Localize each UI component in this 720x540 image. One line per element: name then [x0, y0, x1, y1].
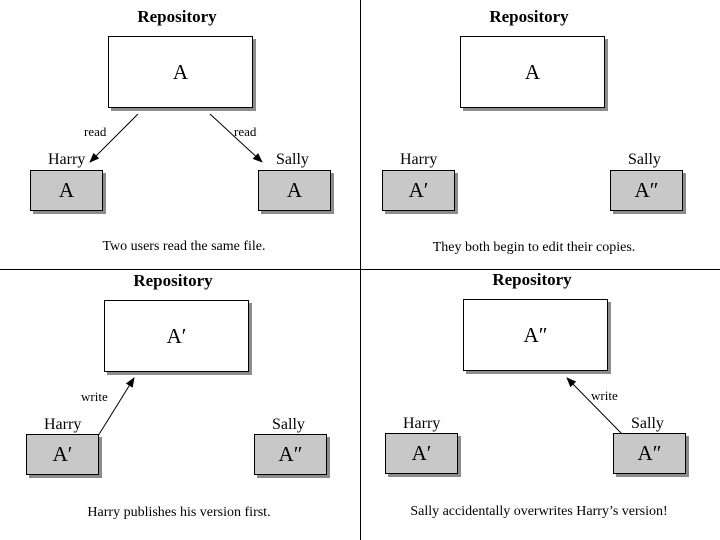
panel-4-harry-label: Harry — [403, 415, 441, 432]
panel-1-sally-label: Sally — [276, 151, 309, 168]
panel-1-harry-copy: A — [30, 170, 103, 211]
panel-3-harry-label: Harry — [44, 416, 82, 433]
panel-2-sally-value: A″ — [634, 178, 659, 202]
panel-2-repository-box: A — [460, 36, 605, 108]
panel-2-harry-value: A′ — [408, 178, 429, 202]
panel-1-repository-box: A — [108, 36, 253, 108]
panel-3-repository-box: A′ — [104, 300, 249, 372]
panel-4-sally-value: A″ — [637, 441, 662, 465]
panel-1-heading: Repository — [137, 7, 217, 26]
panel-3-harry-copy: A′ — [26, 434, 99, 475]
panel-3-harry-value: A′ — [52, 442, 73, 466]
panel-3-write-label: write — [81, 389, 108, 404]
panel-1-read-label-right: read — [234, 124, 257, 139]
panel-2-harry-label: Harry — [400, 151, 438, 168]
panel-4-repository-box: A″ — [463, 299, 608, 371]
write-arrow-sally — [566, 377, 625, 437]
panel-4-repository-value: A″ — [523, 323, 548, 347]
panel-4-harry-value: A′ — [411, 441, 432, 465]
panel-2-sally-label: Sally — [628, 151, 661, 168]
panel-2-harry-copy: A′ — [382, 170, 455, 211]
panel-1-sally-copy: A — [258, 170, 331, 211]
panel-3-sally-value: A″ — [278, 442, 303, 466]
panel-1-sally-value: A — [286, 178, 303, 202]
panel-4-harry-copy: A′ — [385, 433, 458, 474]
read-arrow-right — [209, 113, 263, 163]
read-arrow-left — [89, 113, 139, 163]
panel-2-repository-value: A — [524, 60, 541, 84]
panel-3-heading: Repository — [133, 271, 213, 290]
panel-1-caption: Two users read the same file. — [102, 239, 266, 254]
vertical-divider — [360, 0, 361, 540]
panel-4-caption: Sally accidentally overwrites Harry’s ve… — [410, 504, 668, 519]
panel-4-sally-label: Sally — [631, 415, 664, 432]
panel-1-harry-value: A — [58, 178, 75, 202]
write-arrow-harry — [97, 377, 135, 437]
panel-1-read-label-left: read — [84, 124, 107, 139]
panel-2-sally-copy: A″ — [610, 170, 683, 211]
panel-1-harry-label: Harry — [48, 151, 86, 168]
panel-1-repository-value: A — [172, 60, 189, 84]
panel-2-heading: Repository — [489, 7, 569, 26]
panel-3-sally-copy: A″ — [254, 434, 327, 475]
panel-2-caption: They both begin to edit their copies. — [432, 240, 636, 255]
panel-3-caption: Harry publishes his version first. — [87, 505, 271, 520]
panel-3-sally-label: Sally — [272, 416, 305, 433]
panel-4-sally-copy: A″ — [613, 433, 686, 474]
panel-4-heading: Repository — [492, 270, 572, 289]
horizontal-divider — [0, 269, 720, 270]
panel-4-write-label: write — [591, 388, 618, 403]
panel-3-repository-value: A′ — [166, 324, 187, 348]
